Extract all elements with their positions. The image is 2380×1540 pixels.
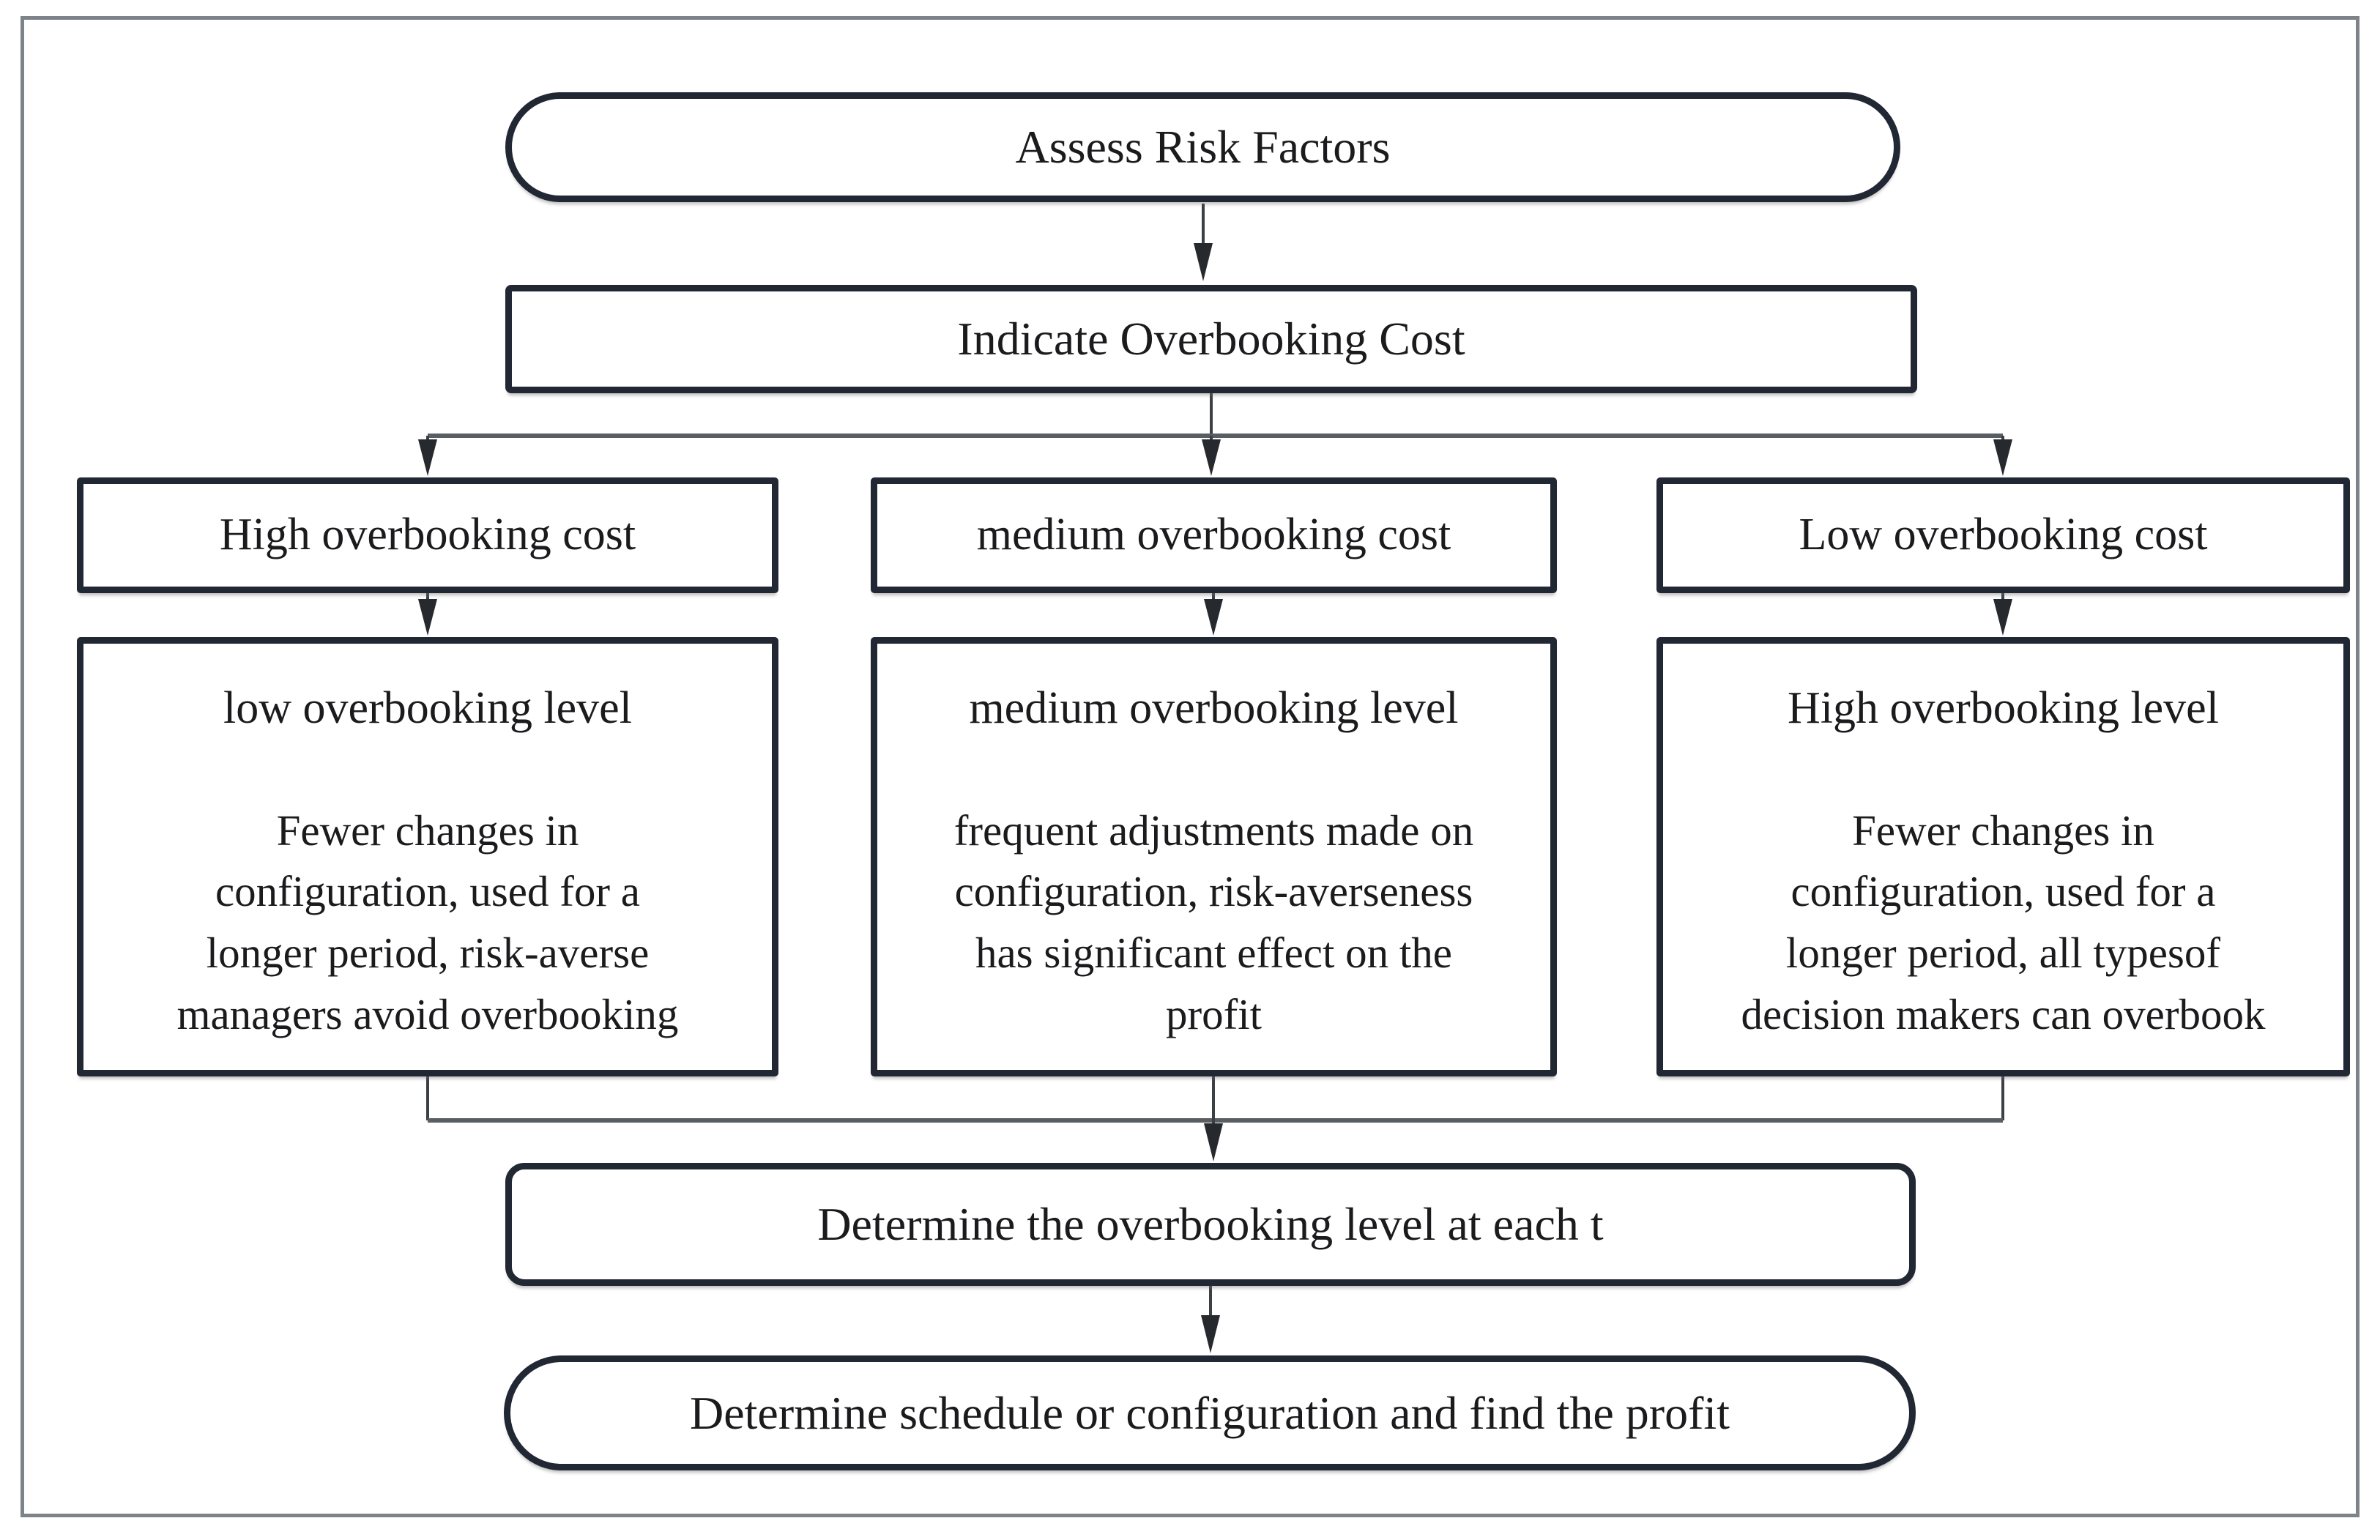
node-indicate-overbooking-cost: Indicate Overbooking Cost [505, 285, 1917, 393]
node-high-overbooking-level: High overbooking level Fewer changes in … [1656, 637, 2350, 1076]
arrowhead-level-medium-icon [1204, 599, 1223, 636]
level-medium-title: medium overbooking level [969, 683, 1459, 733]
arrowhead-determine-icon [1204, 1123, 1223, 1161]
level-medium-description: frequent adjustments made on configurati… [953, 806, 1474, 1038]
cost-low-label: Low overbooking cost [1799, 510, 2208, 560]
node-medium-overbooking-cost: medium overbooking cost [871, 477, 1557, 593]
cost-medium-label: medium overbooking cost [976, 510, 1451, 560]
arrowhead-level-high-icon [1993, 599, 2012, 636]
determine-label: Determine the overbooking level at each … [817, 1198, 1604, 1250]
arrowhead-cost-high-icon [418, 439, 437, 476]
level-low-description: Fewer changes in configuration, used for… [176, 806, 679, 1038]
arrowhead-assess-indicate-icon [1194, 243, 1213, 281]
assess-label: Assess Risk Factors [1015, 121, 1391, 173]
node-high-overbooking-cost: High overbooking cost [77, 477, 778, 593]
node-low-overbooking-level: low overbooking level Fewer changes in c… [77, 637, 778, 1076]
arrowhead-cost-low-icon [1993, 439, 2012, 476]
arrowhead-level-low-icon [418, 599, 437, 636]
cost-high-label: High overbooking cost [219, 510, 636, 560]
indicate-label: Indicate Overbooking Cost [957, 313, 1465, 365]
node-low-overbooking-cost: Low overbooking cost [1656, 477, 2350, 593]
level-high-description: Fewer changes in configuration, used for… [1741, 806, 2266, 1038]
arrowhead-schedule-icon [1201, 1315, 1220, 1353]
schedule-label: Determine schedule or configuration and … [690, 1386, 1730, 1439]
node-assess-risk-factors: Assess Risk Factors [505, 92, 1900, 202]
node-determine-overbooking-level: Determine the overbooking level at each … [505, 1163, 1916, 1286]
level-low-title: low overbooking level [223, 683, 632, 733]
node-medium-overbooking-level: medium overbooking level frequent adjust… [871, 637, 1557, 1076]
arrowhead-cost-medium-icon [1202, 439, 1221, 476]
level-high-title: High overbooking level [1788, 683, 2219, 733]
outer-frame [21, 16, 2359, 1517]
node-determine-schedule-profit: Determine schedule or configuration and … [504, 1355, 1916, 1470]
